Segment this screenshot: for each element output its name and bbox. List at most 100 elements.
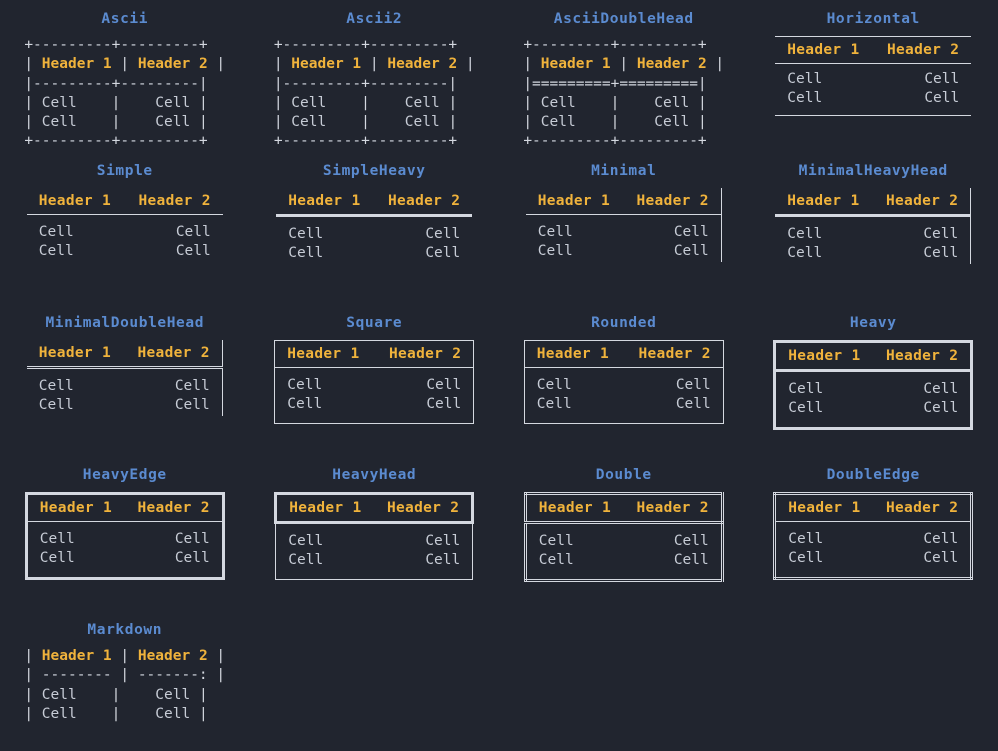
table-header-row: Header 1 Header 2 <box>525 493 724 524</box>
table-sample-minimal-double-head: MinimalDoubleHead Header 1 Header 2 Cell… <box>0 304 250 456</box>
header-cell-1: Header 1 <box>525 493 624 524</box>
body-cell: Cell <box>537 243 573 260</box>
body-cell: Cell <box>124 549 224 579</box>
body-cell: Cell <box>155 94 191 111</box>
table-row: Cell Cell <box>27 367 223 397</box>
table-sample-heavy: Heavy Header 1 Header 2 Cell Cell Cell C… <box>749 304 998 456</box>
empty-grid-cell <box>499 611 749 751</box>
header-cell-2: Header 2 <box>137 648 208 664</box>
body-cell: Cell <box>124 396 223 416</box>
body-cell: Cell <box>540 114 576 131</box>
header-cell-2: Header 2 <box>873 341 974 372</box>
ascii-double-head-art-table: +---------+---------+ | Header 1 | Heade… <box>523 36 724 152</box>
table-title-ascii2: Ascii2 <box>346 11 403 27</box>
body-cell: Cell <box>288 552 324 569</box>
body-cell: Cell <box>654 94 690 111</box>
table-title-double: Double <box>595 467 652 483</box>
header-cell-2: Header 2 <box>387 56 458 73</box>
table-sample-simple-heavy: SimpleHeavy Header 1 Header 2 Cell Cell … <box>250 152 500 304</box>
body-cell: Cell <box>873 215 972 245</box>
table-header-row: Header 1 Header 2 <box>774 493 973 522</box>
body-cell: Cell <box>374 551 474 580</box>
body-cell: Cell <box>287 377 323 393</box>
header-cell-1: Header 1 <box>525 188 624 215</box>
table-title-simple-heavy: SimpleHeavy <box>322 163 426 179</box>
table-row: Cell Cell <box>775 89 972 116</box>
table-row: Cell Cell <box>26 549 224 579</box>
header-cell-2: Header 2 <box>873 188 972 217</box>
rounded-table: Header 1 Header 2 Cell Cell Cell Cell <box>523 340 724 424</box>
table-header-row: Header 1 Header 2 <box>274 492 475 524</box>
table-header-row: Header 1 Header 2 <box>775 188 972 217</box>
header-cell-1: Header 1 <box>26 340 125 369</box>
pipe-glyph: | <box>190 686 208 703</box>
body-cell: Cell <box>788 550 824 567</box>
header-cell-1: Header 1 <box>26 493 125 522</box>
ascii-bottom-border: +---------+---------+ <box>24 133 208 150</box>
ascii2-art-table: +---------+---------+ | Header 1 | Heade… <box>274 36 475 152</box>
body-cell: Cell <box>374 395 475 424</box>
table-sample-minimal: Minimal Header 1 Header 2 Cell Cell Cell… <box>499 152 749 304</box>
table-row: Cell Cell <box>775 215 972 245</box>
body-cell: Cell <box>623 367 724 396</box>
table-sample-minimal-heavy-head: MinimalHeavyHead Header 1 Header 2 Cell … <box>749 152 998 304</box>
table-row: Cell Cell <box>276 522 474 552</box>
pipe-glyph: | <box>689 94 707 111</box>
table-title-minimal-double-head: MinimalDoubleHead <box>45 315 205 331</box>
pipe-glyph: | <box>24 94 42 111</box>
pipe-glyph: | <box>24 705 42 722</box>
pipe-glyph: | <box>523 114 541 131</box>
header-cell-1: Header 1 <box>774 493 874 522</box>
table-title-heavy-edge: HeavyEdge <box>82 467 167 483</box>
pipe-glyph: | <box>207 648 226 664</box>
body-cell: Cell <box>538 533 574 549</box>
body-cell: Cell <box>654 114 690 131</box>
body-cell: Cell <box>288 226 324 242</box>
table-sample-square: Square Header 1 Header 2 Cell Cell Cell … <box>250 304 500 456</box>
empty-grid-cell <box>250 611 500 751</box>
table-sample-ascii2: Ascii2 +---------+---------+ | Header 1 … <box>250 0 500 152</box>
table-row: Cell Cell <box>276 244 472 263</box>
table-title-markdown: Markdown <box>87 622 163 638</box>
simple-heavy-table: Header 1 Header 2 Cell Cell Cell Cell <box>276 188 473 264</box>
header-cell-2: Header 2 <box>873 493 973 522</box>
body-cell: Cell <box>374 522 474 552</box>
table-title-rounded: Rounded <box>591 315 657 331</box>
body-cell: Cell <box>124 521 224 550</box>
body-cell: Cell <box>873 399 974 429</box>
heavy-edge-table: Header 1 Header 2 Cell Cell Cell Cell <box>24 492 225 580</box>
body-cell: Cell <box>291 94 327 111</box>
body-cell: Cell <box>787 226 823 242</box>
ascii2-head-sep: |---------+---------| <box>273 75 458 92</box>
table-header-row: Header 1 Header 2 <box>274 340 475 368</box>
minimal-table: Header 1 Header 2 Cell Cell Cell Cell <box>525 188 722 262</box>
empty-grid-cell <box>749 611 998 751</box>
header-cell-2: Header 2 <box>124 340 223 369</box>
table-row: Cell Cell <box>27 215 223 243</box>
table-sample-double-edge: DoubleEdge Header 1 Header 2 Cell Cell C… <box>749 456 998 611</box>
table-title-minimal: Minimal <box>591 163 657 179</box>
table-row: Cell Cell <box>775 244 972 264</box>
pipe-glyph: | <box>207 56 226 73</box>
table-sample-horizontal: Horizontal Header 1 Header 2 Cell Cell C… <box>749 0 998 152</box>
body-cell: Cell <box>38 224 74 240</box>
table-sample-ascii-double-head: AsciiDoubleHead +---------+---------+ | … <box>499 0 749 152</box>
table-row: Cell Cell <box>524 395 724 424</box>
ascii2-top-border: +---------+---------+ <box>273 37 458 53</box>
top-border: +---------+---------+ <box>523 37 707 53</box>
body-cell: Cell <box>155 686 191 703</box>
header-cell-1: Header 1 <box>276 188 375 217</box>
table-title-horizontal: Horizontal <box>826 11 920 27</box>
horizontal-table: Header 1 Header 2 Cell Cell Cell Cell <box>775 36 972 116</box>
pipe-glyph: | <box>76 705 156 722</box>
table-row: Cell Cell <box>526 242 722 262</box>
table-row: Cell Cell <box>276 216 472 245</box>
pipe-glyph: | <box>575 114 655 131</box>
body-cell: Cell <box>873 244 972 264</box>
body-cell: Cell <box>39 531 75 547</box>
table-title-ascii-double-head: AsciiDoubleHead <box>553 11 694 27</box>
table-header-row: Header 1 Header 2 <box>26 340 223 369</box>
markdown-art-table: | Header 1 | Header 2 | | -------- | ---… <box>24 647 225 724</box>
body-cell: Cell <box>374 367 475 396</box>
